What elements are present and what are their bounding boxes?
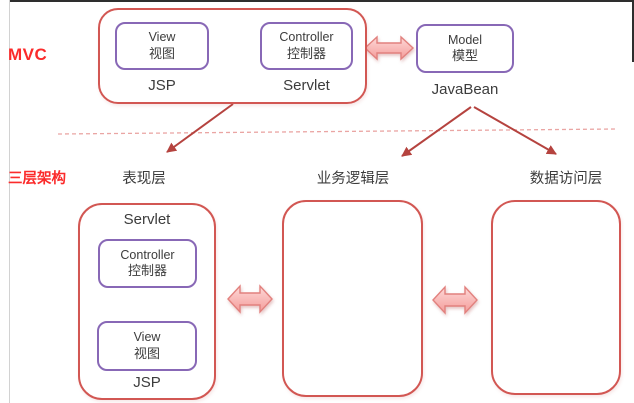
dashed-divider xyxy=(57,128,618,135)
tier-controller-name-zh: 控制器 xyxy=(127,263,167,279)
map-arrow-business-icon xyxy=(401,106,472,157)
double-arrow-business-data-icon xyxy=(432,285,478,315)
tier-controller-box: Controller 控制器 xyxy=(98,239,197,288)
mvc-controller-name: Controller xyxy=(279,30,334,45)
mvc-controller-caption: Servlet xyxy=(283,77,330,94)
mvc-controller-box: Controller 控制器 xyxy=(260,22,353,70)
tier-view-name-zh: 视图 xyxy=(133,345,160,361)
window-top-border xyxy=(9,0,634,2)
tier-view-name: View xyxy=(133,330,161,345)
mvc-controller-name-zh: 控制器 xyxy=(286,45,326,61)
mvc-model-caption: JavaBean xyxy=(431,81,499,98)
double-arrow-controller-model-icon xyxy=(363,35,415,61)
window-right-border xyxy=(632,0,634,62)
tier-view-box: View 视图 xyxy=(97,321,197,371)
business-layer-box xyxy=(282,200,423,397)
mvc-view-caption: JSP xyxy=(148,77,176,94)
mvc-view-box: View 视图 xyxy=(115,22,209,70)
presentation-box-title: Servlet xyxy=(123,211,171,228)
double-arrow-presentation-business-icon xyxy=(227,284,273,314)
three-tier-row-label: 三层架构 xyxy=(8,171,66,187)
mvc-model-name: Model xyxy=(447,32,483,47)
window-left-border xyxy=(9,0,10,403)
mvc-view-name-zh: 视图 xyxy=(148,45,175,61)
mvc-model-box: Model 模型 xyxy=(416,24,514,73)
map-arrow-presentation-icon xyxy=(166,103,234,153)
mvc-view-name: View xyxy=(148,30,176,45)
data-layer-label: 数据访问层 xyxy=(529,171,603,187)
presentation-layer-label: 表现层 xyxy=(122,171,166,187)
presentation-box-caption: JSP xyxy=(133,374,161,391)
mvc-model-name-zh: 模型 xyxy=(451,48,478,64)
data-layer-box xyxy=(491,200,621,395)
mvc-row-label: MVC xyxy=(8,45,48,64)
business-layer-label: 业务逻辑层 xyxy=(316,171,390,187)
map-arrow-data-icon xyxy=(473,106,557,155)
tier-controller-name: Controller xyxy=(120,247,175,262)
